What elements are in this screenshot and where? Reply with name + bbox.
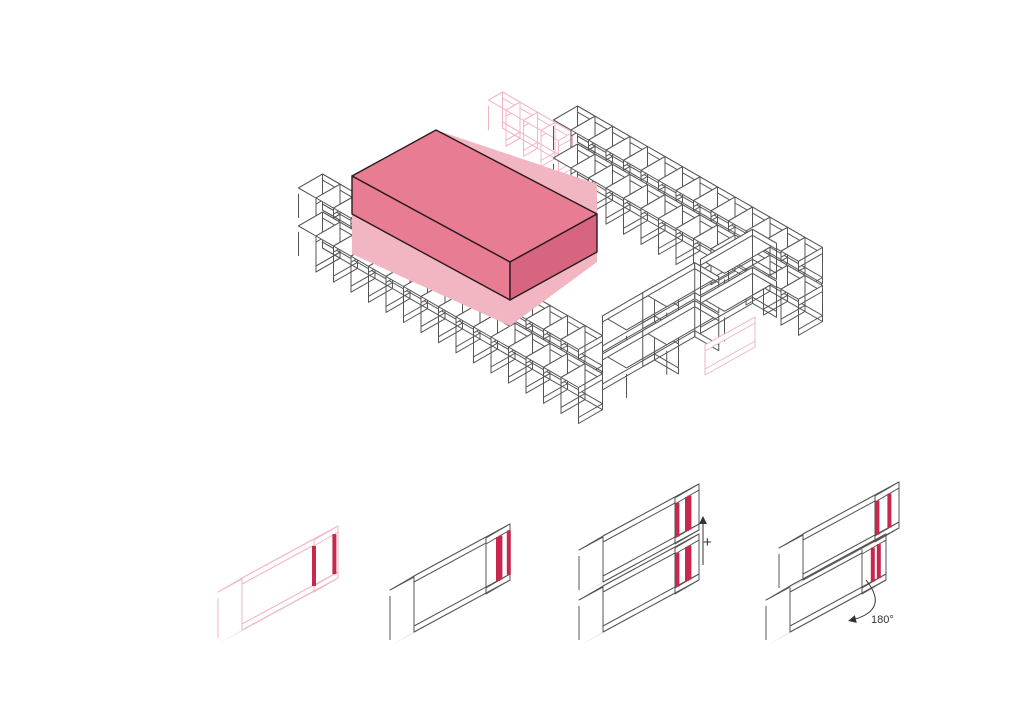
stacked-lower-module: [578, 533, 700, 646]
module-assembly-steps: [217, 481, 900, 646]
bottom-slab-edge: [502, 121, 521, 139]
bottom-slab-side: [333, 261, 358, 283]
red-column: [875, 500, 880, 535]
bottom-slab-side: [455, 332, 481, 354]
bottom-slab-side: [315, 251, 341, 273]
ghost-module: [488, 91, 521, 147]
highlighted-volume: [351, 129, 598, 326]
bottom-slab-side: [798, 315, 823, 336]
bottom-slab-side: [525, 372, 551, 394]
annotation-arrows: [699, 516, 876, 623]
red-column: [685, 547, 689, 581]
bottom-slab-side: [420, 312, 446, 334]
bottom-slab-side: [543, 383, 568, 404]
red-column: [685, 497, 689, 531]
wing-module: [780, 274, 823, 336]
bottom-slab-edge: [584, 393, 603, 411]
red-column: [506, 530, 511, 575]
module-ghost-step: [217, 525, 339, 644]
red-column: [887, 493, 892, 528]
connector-module: [700, 266, 777, 342]
bottom-slab-side: [605, 203, 631, 225]
bottom-slab-side: [350, 271, 376, 293]
bottom-slab-side: [385, 292, 411, 313]
module-rotated-step: [765, 481, 900, 646]
bottom-slab-edge: [804, 304, 823, 322]
ghost-module-step: [217, 525, 339, 644]
wing-module: [780, 236, 823, 298]
bottom-slab-side: [675, 244, 701, 266]
bottom-slab-side: [490, 352, 516, 374]
ghost-module: [505, 101, 538, 157]
red-column: [498, 535, 503, 580]
bottom-slab-side: [623, 214, 648, 235]
stacked-upper-module: [578, 483, 700, 596]
rotated-lower-module: [765, 533, 887, 646]
red-column: [675, 502, 680, 537]
isometric-courtyard-building: [298, 91, 823, 424]
top-slab-side: [874, 481, 900, 503]
red-column: [496, 537, 500, 581]
rotated-upper-module: [778, 481, 900, 594]
bottom-slab-side: [658, 234, 683, 255]
bottom-slab-side: [508, 362, 533, 384]
red-column: [687, 545, 692, 580]
bottom-slab-edge: [519, 131, 538, 149]
connector-module: [700, 228, 777, 304]
rotation-label: 180°: [871, 614, 894, 626]
red-column: [687, 495, 692, 530]
bottom-slab-edge: [537, 141, 556, 159]
red-column: [675, 552, 680, 587]
volume-side: [509, 213, 598, 301]
bottom-slab-side: [780, 304, 806, 326]
bottom-slab-side: [368, 282, 393, 303]
ghost-module: [540, 121, 573, 177]
bottom-slab-side: [438, 322, 463, 344]
bottom-slab-side: [578, 403, 603, 424]
connector-module: [642, 300, 720, 375]
bottom-slab-side: [640, 224, 666, 245]
bottom-slab-side: [403, 302, 428, 323]
rotation-arrow: [848, 579, 876, 623]
single-module-step: [389, 523, 511, 646]
ghost-module-low: [704, 316, 756, 376]
stack-plus-label: +: [703, 534, 712, 551]
red-column: [332, 534, 337, 575]
red-column: [876, 544, 881, 579]
module-single-step: [389, 523, 511, 646]
module-stacked-step: [578, 483, 700, 646]
front-module: [560, 363, 603, 424]
bottom-slab-side: [315, 251, 341, 273]
ghost-module: [523, 111, 556, 167]
top-slab-edge: [704, 316, 756, 352]
red-column: [312, 546, 316, 586]
bottom-slab-side: [473, 342, 498, 364]
bottom-slab-side: [560, 393, 586, 414]
red-column: [870, 547, 875, 582]
